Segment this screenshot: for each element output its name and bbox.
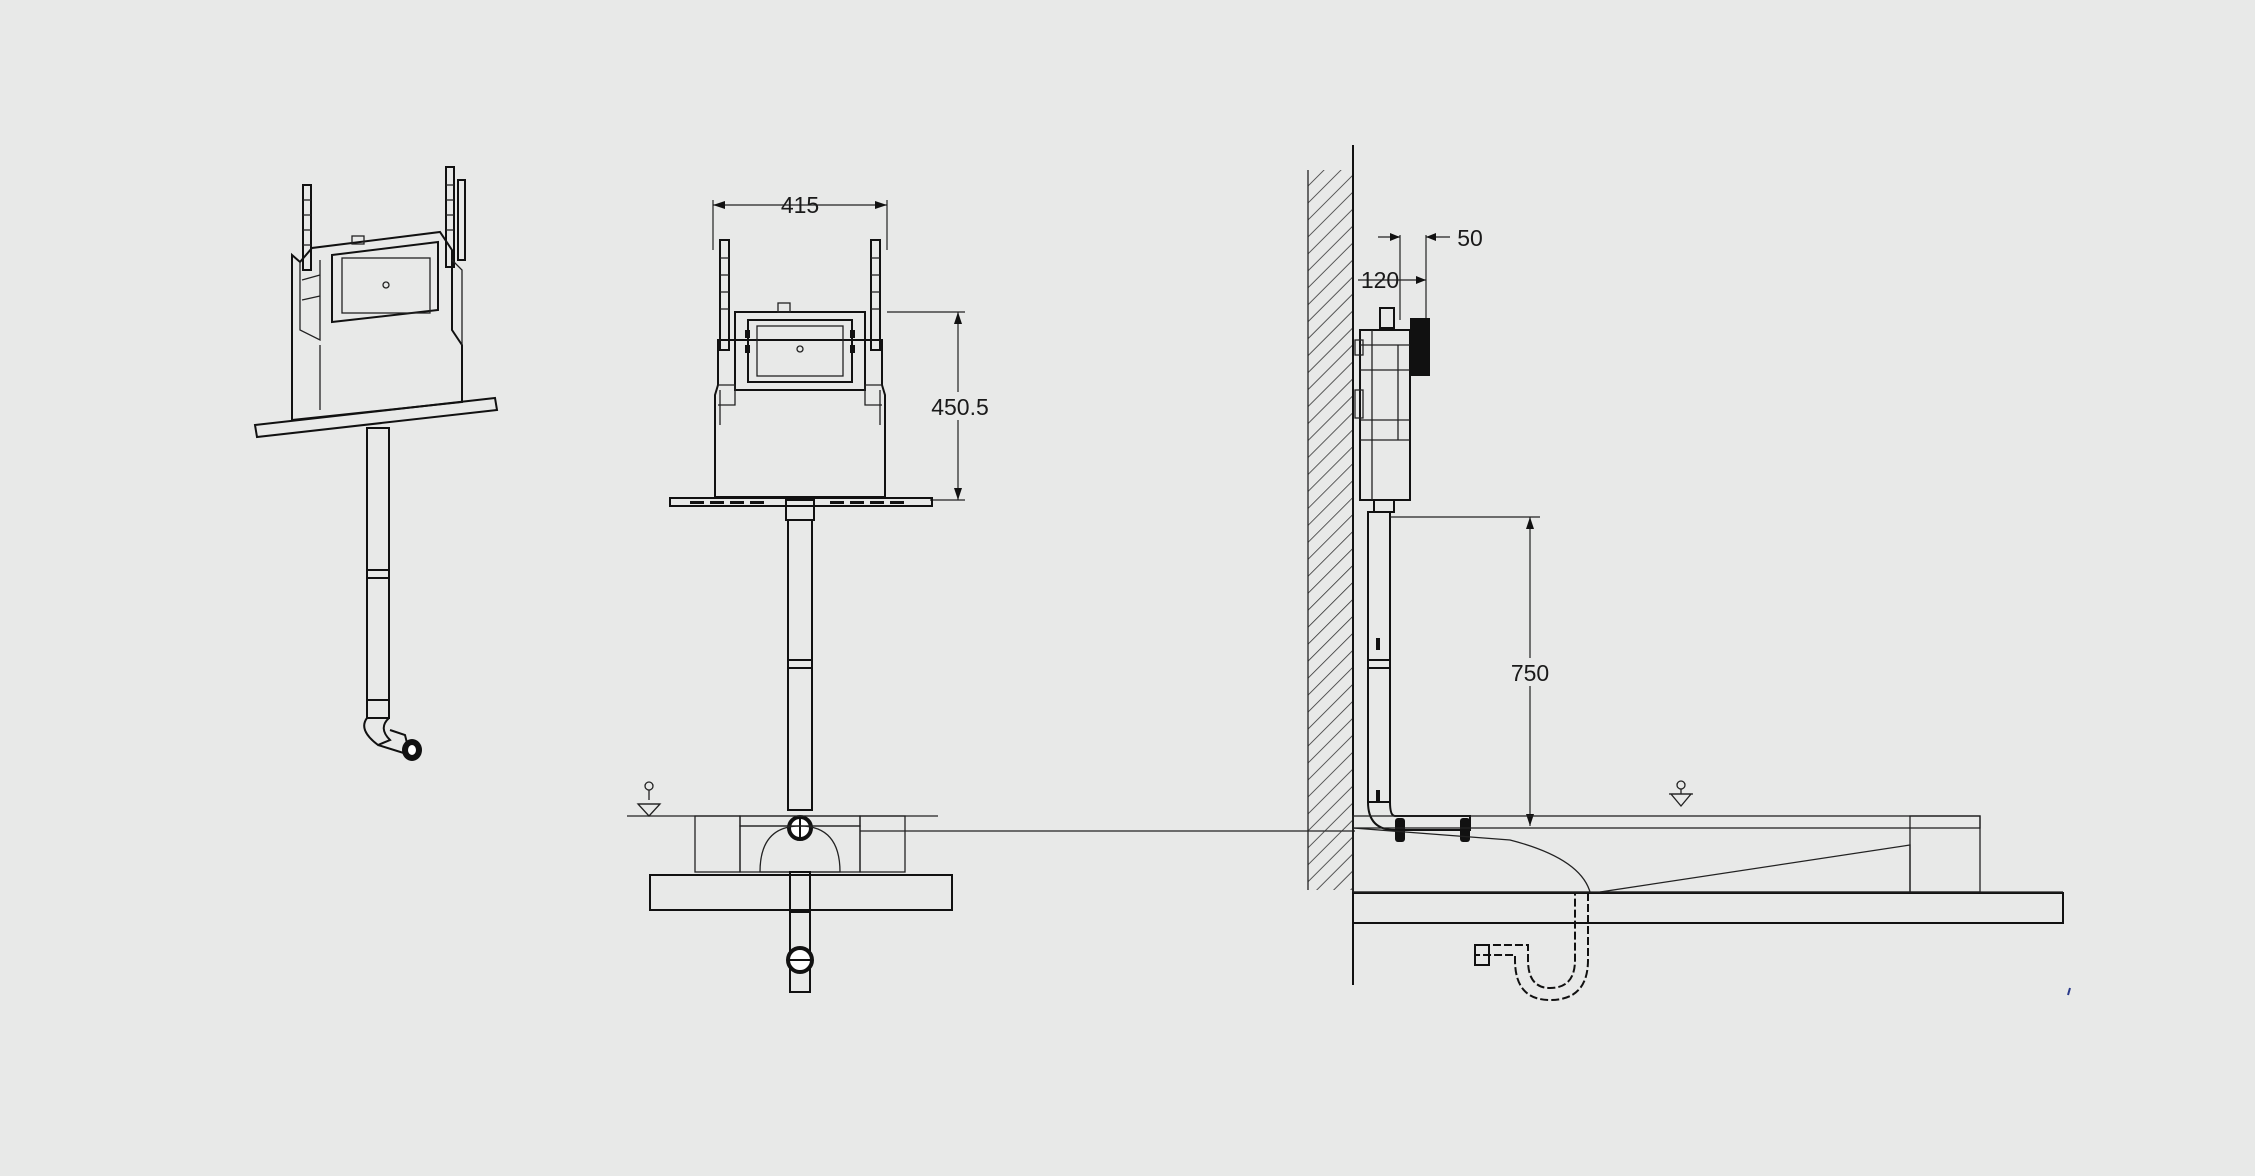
side-flush-pipe [1367, 511, 1471, 842]
floor-level-marker-icon [627, 781, 938, 817]
side-waste-trap [1474, 893, 1589, 1002]
front-mounting-rods [719, 239, 881, 351]
isometric-view [253, 166, 499, 761]
iso-flush-pipe [363, 427, 422, 761]
iso-cistern-body [291, 230, 463, 422]
side-cistern-body [1354, 307, 1430, 513]
front-floor-section [649, 815, 953, 993]
dim-front-height-label: 450.5 [931, 394, 989, 420]
side-floor-section [1352, 815, 2064, 924]
front-cistern-body [714, 302, 886, 498]
dim-front-height: 450.5 [887, 311, 995, 501]
side-floor-level-marker-icon [1669, 780, 1693, 808]
front-view: 415 450.5 [627, 192, 995, 993]
dim-front-width: 415 [712, 192, 888, 250]
iso-base-plate [253, 396, 499, 439]
dim-front-width-label: 415 [781, 192, 819, 218]
dim-side-plate-label: 50 [1457, 225, 1483, 251]
dim-side-depth-label: 120 [1361, 267, 1399, 293]
iso-mounting-rods [302, 166, 466, 271]
side-wall [1307, 145, 1354, 985]
dim-side-height: 750 [1390, 516, 1555, 826]
front-flush-pipe [785, 499, 815, 841]
dim-side-height-label: 750 [1511, 660, 1549, 686]
side-section-view: 50 120 [1307, 145, 2071, 1002]
front-base-plate [669, 497, 933, 507]
stray-mark [2067, 987, 2071, 996]
dim-side-depth: 50 120 [1358, 225, 1483, 320]
